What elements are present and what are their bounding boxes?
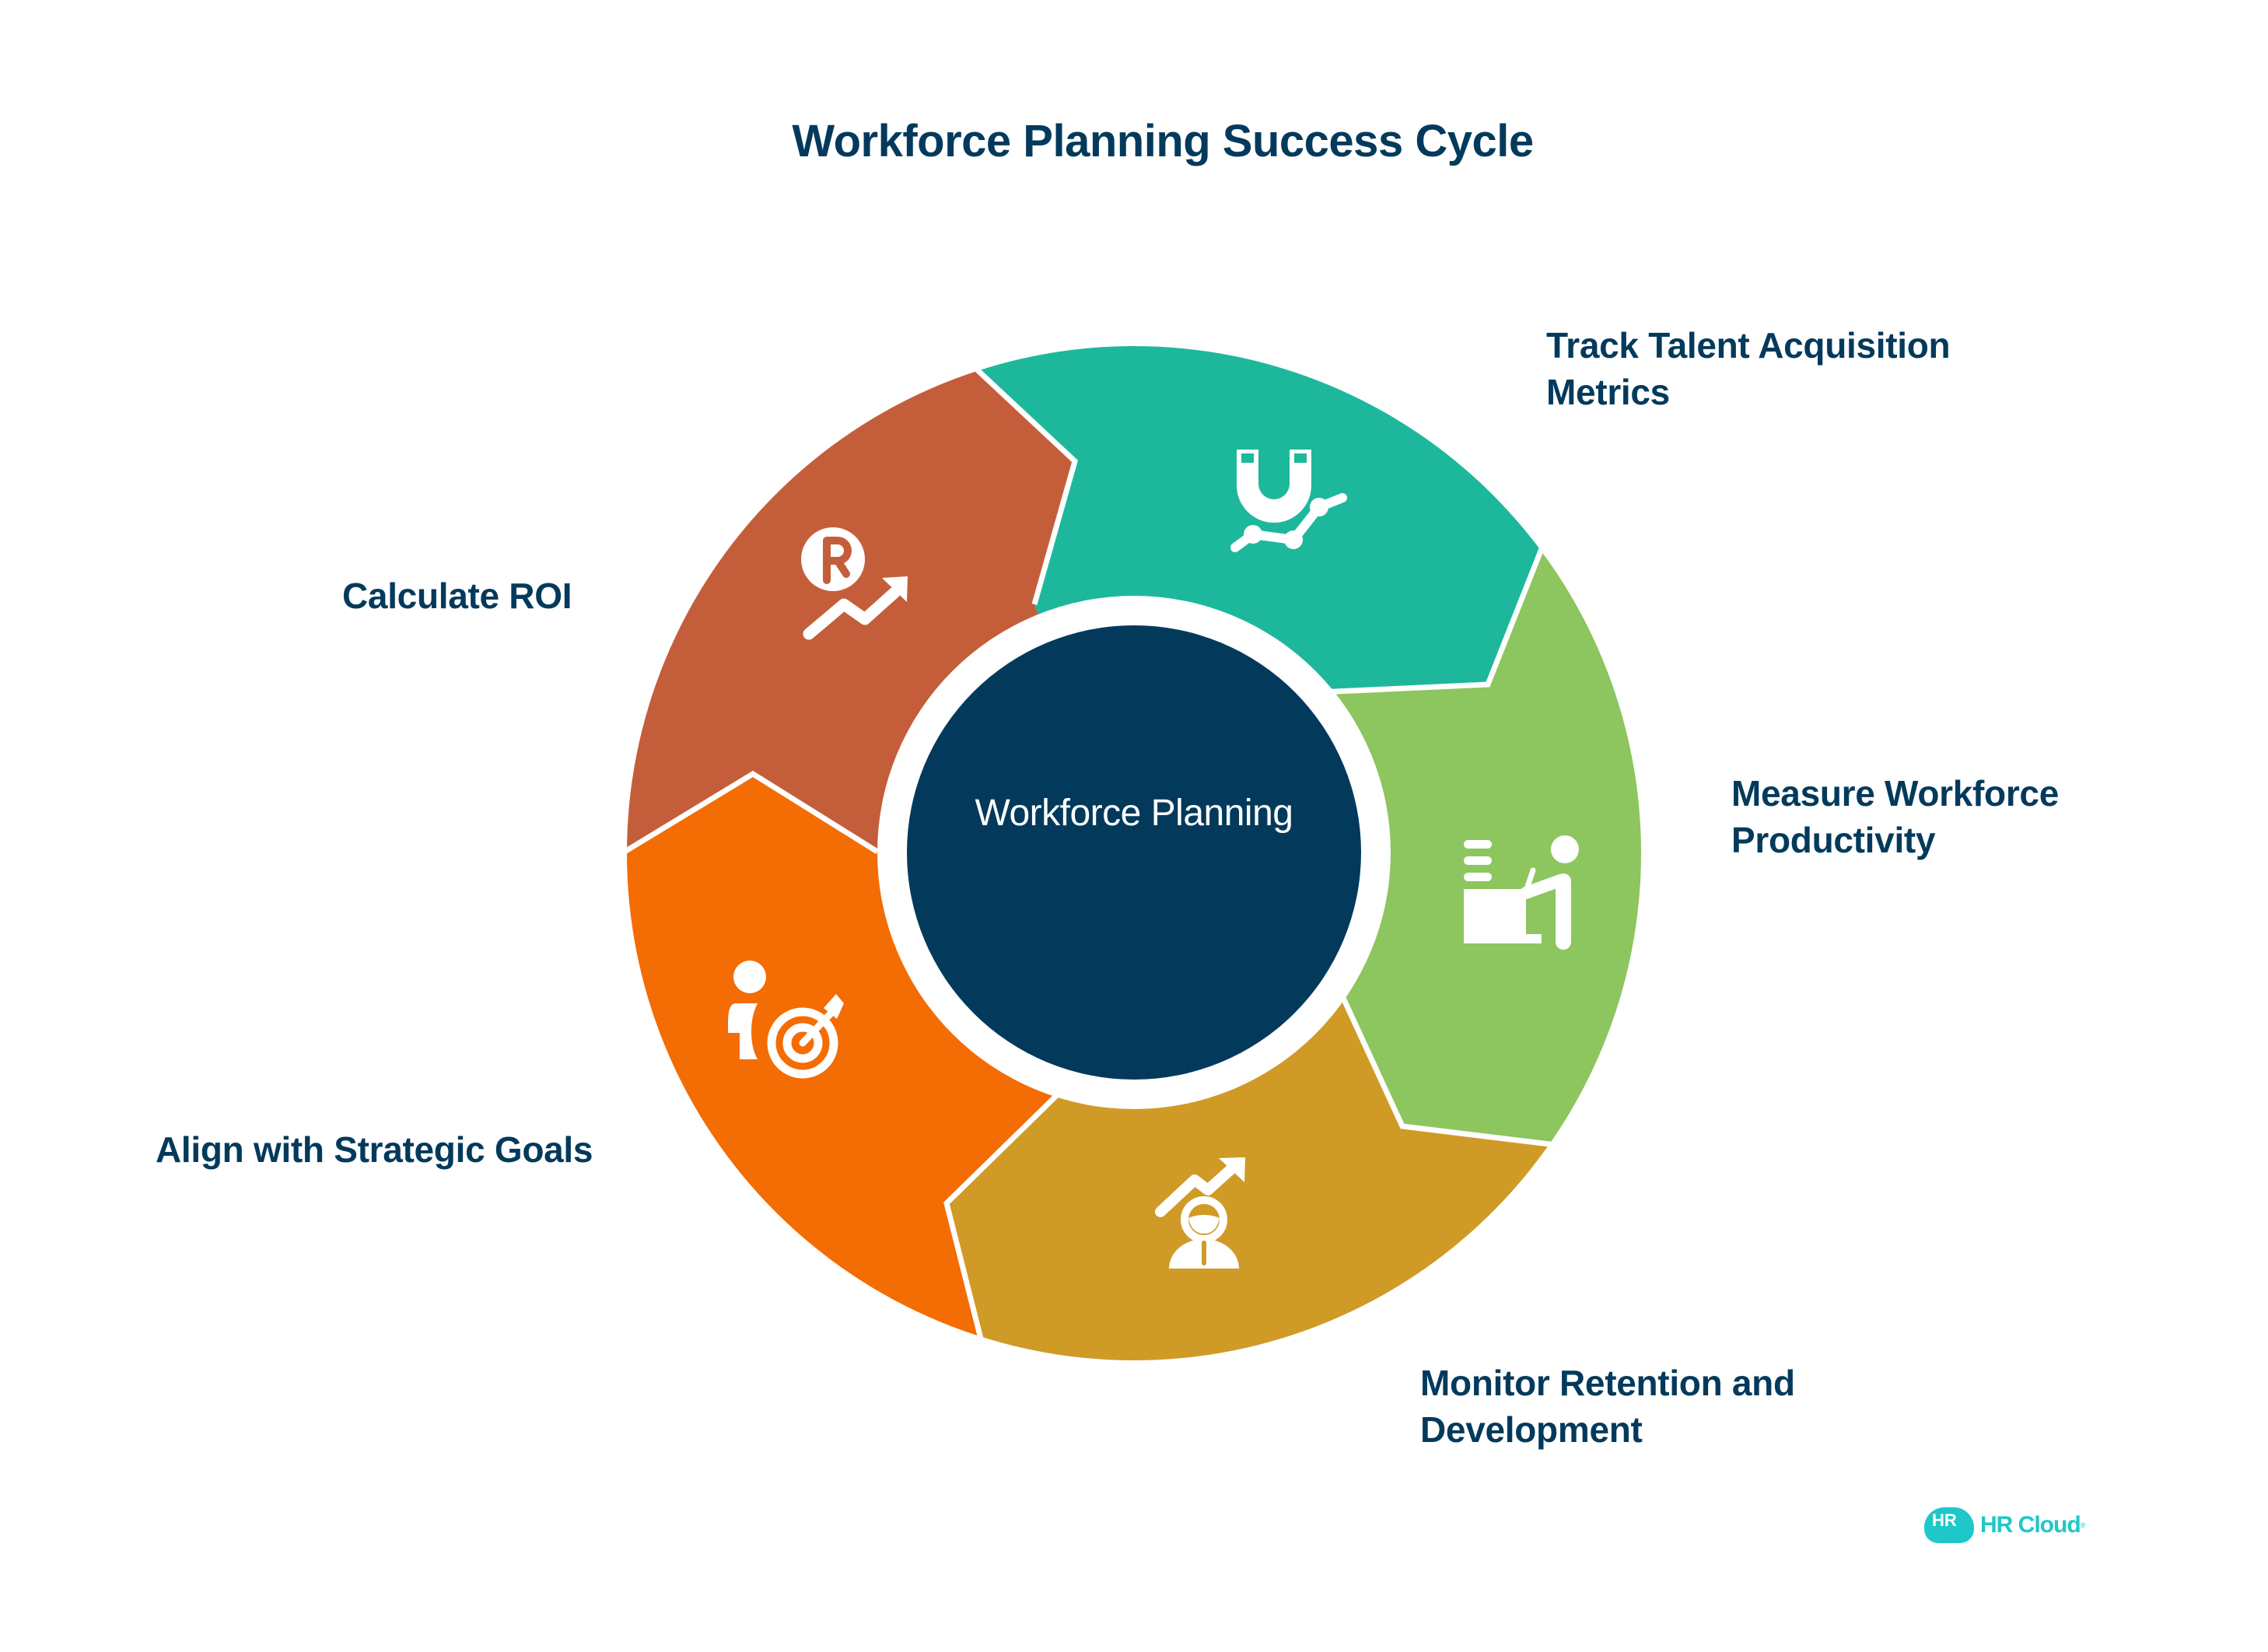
segment-measure-productivity xyxy=(1134,467,1641,1244)
logo-badge-text: HR xyxy=(1932,1510,1957,1530)
page-title: Workforce Planning Success Cycle xyxy=(792,116,1534,166)
label-line: Calculate ROI xyxy=(342,576,572,616)
separator xyxy=(627,770,879,858)
separator xyxy=(1285,537,1549,697)
logo-registered-mark: ® xyxy=(2080,1521,2086,1529)
label-line: Productivity xyxy=(1731,820,1936,860)
hr-cloud-logo: HR HR Cloud ® xyxy=(1924,1507,2085,1543)
center-label: Workforce Planning xyxy=(975,793,1293,834)
person-target-icon xyxy=(728,961,844,1079)
center-disc xyxy=(907,625,1361,1080)
label-line: Align with Strategic Goals xyxy=(156,1129,593,1170)
separator xyxy=(964,358,1078,605)
person-at-desk-icon xyxy=(1464,835,1579,950)
separator xyxy=(1340,996,1556,1148)
magnet-chart-icon xyxy=(1230,450,1347,552)
label-line: Track Talent Acquisition xyxy=(1546,325,1951,366)
label-line: Measure Workforce xyxy=(1731,773,2059,814)
logo-name: HR Cloud xyxy=(1980,1512,2081,1538)
roi-growth-icon xyxy=(801,527,908,640)
label-line: Metrics xyxy=(1546,372,1670,412)
label-line: Monitor Retention and xyxy=(1420,1363,1795,1403)
label-line: Development xyxy=(1420,1409,1643,1450)
label-align-goals: Align with Strategic Goals xyxy=(156,1126,593,1173)
separator xyxy=(943,1092,1060,1342)
logo-cloud-badge: HR xyxy=(1924,1507,1974,1543)
label-track-talent: Track Talent Acquisition Metrics xyxy=(1546,322,1951,415)
person-growth-icon xyxy=(1155,1157,1245,1269)
label-monitor-retention: Monitor Retention and Development xyxy=(1420,1360,1795,1453)
label-measure-productivity: Measure Workforce Productivity xyxy=(1731,770,2059,863)
label-calculate-roi: Calculate ROI xyxy=(342,572,572,619)
